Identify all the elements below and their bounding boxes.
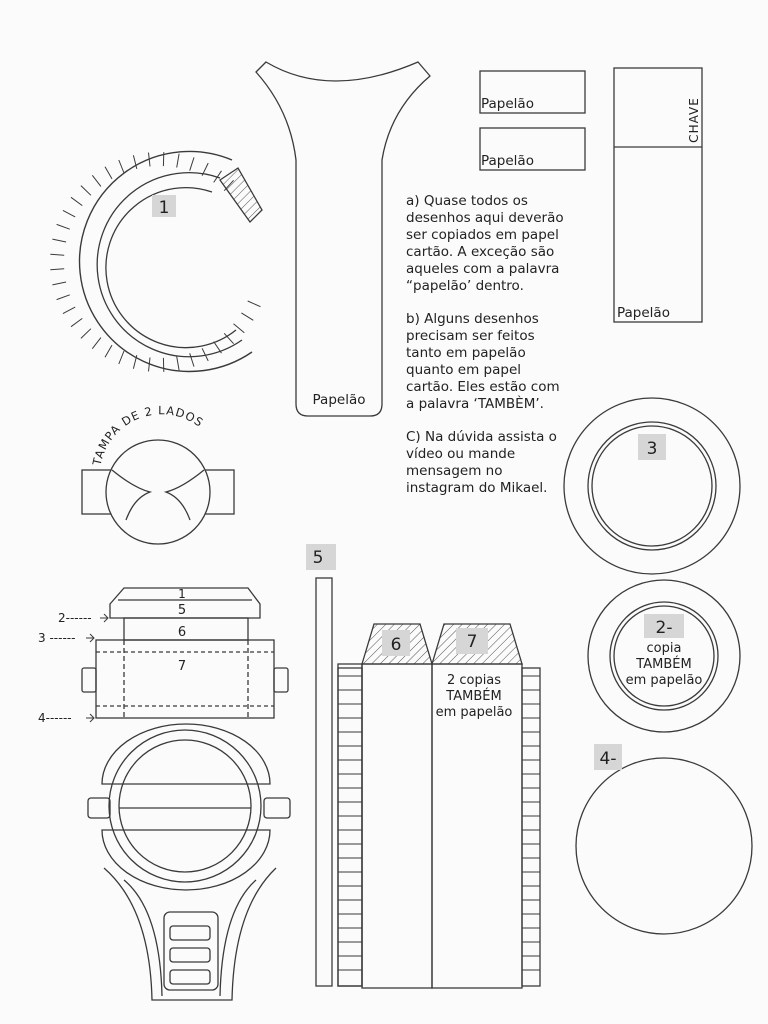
badge-3-label: 3 xyxy=(647,439,658,459)
instruction-a: a) Quase todos os desenhos aqui deverão … xyxy=(406,193,564,294)
arrow-4-head xyxy=(86,713,95,723)
assembly-part-7: 7 xyxy=(178,659,186,674)
arrow-3-head xyxy=(86,633,95,643)
assembly-arrow-4: 4------ xyxy=(38,711,72,725)
piece-2-note-3: em papelão xyxy=(626,673,703,688)
cardboard-rect-bottom-label: Papelão xyxy=(481,153,534,169)
badge-7-label: 7 xyxy=(467,632,478,652)
badge-7 xyxy=(456,628,488,654)
y-strap-label: Papelão xyxy=(313,392,366,408)
instructions: a) Quase todos os desenhos aqui deverão … xyxy=(406,193,566,513)
cardboard-rect-bottom xyxy=(479,127,586,171)
piece-7-note-2: TAMBÉM xyxy=(445,688,501,704)
cardboard-rect-top xyxy=(479,70,586,114)
cardboard-rect-top-label: Papelão xyxy=(481,96,534,112)
piece-2-note-1: copia xyxy=(647,641,682,656)
pieces-6-7-panels xyxy=(337,623,541,989)
instruction-c: C) Na dúvida assista o vídeo ou mande me… xyxy=(406,429,557,496)
assembly-front-view xyxy=(87,723,291,1001)
badge-6 xyxy=(382,630,410,656)
piece-1-c-band xyxy=(50,150,263,373)
badge-4 xyxy=(594,744,622,770)
assembly-arrow-2: 2------ xyxy=(58,611,92,625)
piece-5-strip xyxy=(315,577,333,987)
lid-two-sided xyxy=(81,439,235,545)
piece-2-ring xyxy=(587,579,741,733)
arrow-2-head xyxy=(100,613,109,623)
badge-1-label: 1 xyxy=(159,198,170,218)
piece-3-ring xyxy=(563,397,741,575)
badge-2 xyxy=(644,614,684,638)
assembly-part-6: 6 xyxy=(178,625,186,640)
badge-6-label: 6 xyxy=(391,635,402,655)
badge-3 xyxy=(638,434,666,460)
key-label: CHAVE xyxy=(687,97,701,143)
piece-2-note-2: TAMBÉM xyxy=(635,656,691,672)
assembly-part-1: 1 xyxy=(178,587,186,601)
piece-4-disc xyxy=(575,757,753,935)
key-piece xyxy=(613,67,703,323)
assembly-arrow-3: 3 ------ xyxy=(38,631,75,645)
key-papelao-label: Papelão xyxy=(617,305,670,321)
badge-5 xyxy=(306,544,336,570)
instruction-b: b) Alguns desenhos precisam ser feitos t… xyxy=(406,311,560,412)
piece-7-note-3: em papelão xyxy=(436,705,513,720)
assembly-side-view xyxy=(81,587,289,719)
piece-7-note-1: 2 copias xyxy=(447,673,501,688)
badge-5-label: 5 xyxy=(313,548,324,568)
assembly-part-5: 5 xyxy=(178,603,186,618)
y-strap xyxy=(255,61,431,417)
badge-4-label: 4- xyxy=(600,749,617,769)
badge-2-label: 2- xyxy=(656,618,673,638)
badge-1 xyxy=(152,195,176,217)
